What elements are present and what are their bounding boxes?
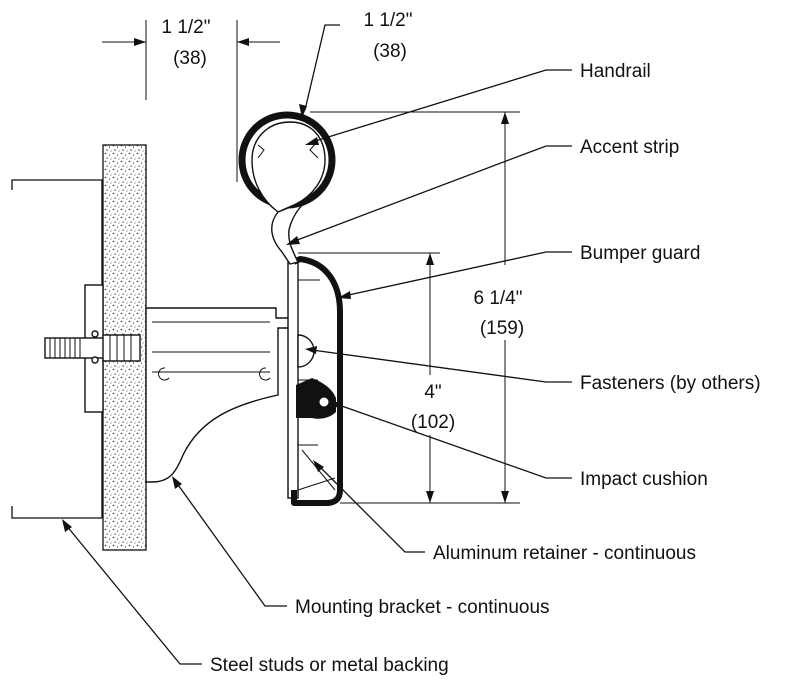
leader-bumper-guard xyxy=(338,251,572,299)
dim-guard-height xyxy=(298,252,440,503)
mounting-bracket xyxy=(145,307,291,483)
dim-wall-offset-mm: (38) xyxy=(173,48,207,69)
dim-guard-height-mm: (102) xyxy=(411,412,455,433)
leader-impact-cushion xyxy=(330,402,572,479)
callout-bumper-guard: Bumper guard xyxy=(580,243,700,264)
callout-impact-cushion: Impact cushion xyxy=(580,469,708,490)
leader-steel-studs xyxy=(62,519,202,665)
wall-fastener xyxy=(44,284,141,413)
callout-mounting-bracket: Mounting bracket - continuous xyxy=(295,597,550,618)
leader-fasteners xyxy=(305,346,572,383)
accent-strip xyxy=(271,199,309,265)
dim-wall-offset xyxy=(102,20,280,182)
leader-accent-strip xyxy=(286,145,572,245)
dim-wall-offset-in: 1 1/2" xyxy=(161,17,210,38)
leader-aluminum-retainer xyxy=(313,460,425,553)
dim-overall-height-mm: (159) xyxy=(480,318,524,339)
callout-accent-strip: Accent strip xyxy=(580,137,679,158)
callout-handrail: Handrail xyxy=(580,61,651,82)
dim-rail-diameter xyxy=(299,24,340,118)
handrail-tube xyxy=(238,111,336,213)
dim-rail-diameter-mm: (38) xyxy=(373,41,407,62)
dim-overall-height-in: 6 1/4" xyxy=(473,288,522,309)
callout-steel-studs: Steel studs or metal backing xyxy=(210,655,449,676)
callout-fasteners: Fasteners (by others) xyxy=(580,373,761,394)
dim-overall-height xyxy=(310,111,520,504)
leader-mounting-bracket xyxy=(172,476,287,607)
impact-cushion xyxy=(296,378,336,419)
dim-rail-diameter-in: 1 1/2" xyxy=(363,10,412,31)
callout-aluminum-retainer: Aluminum retainer - continuous xyxy=(433,543,696,564)
dim-guard-height-in: 4" xyxy=(424,382,441,403)
leader-handrail xyxy=(305,69,572,145)
bumper-guard xyxy=(291,256,343,506)
